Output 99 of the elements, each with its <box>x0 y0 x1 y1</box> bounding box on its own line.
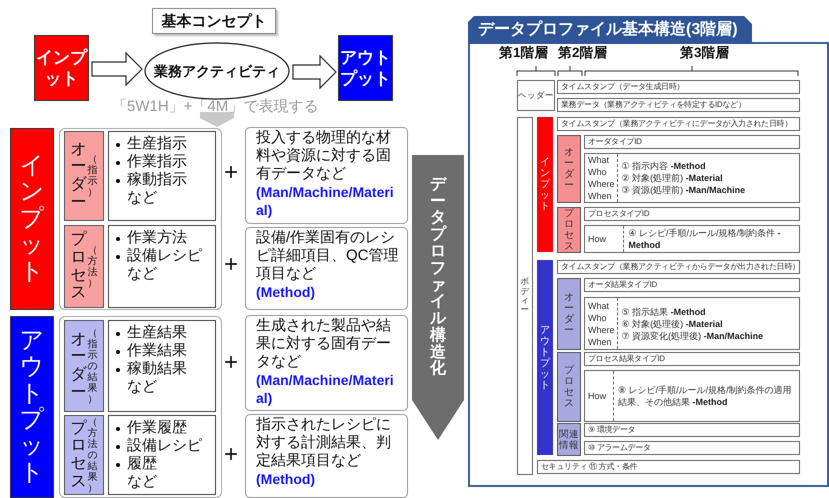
field-box: セキュリティ ⑪ 方式・条件 <box>537 460 800 474</box>
field-box: タイムスタンプ（業務アクティビティからデータが出力された日時） <box>557 260 800 274</box>
field-item: ⑥ 対象(処理後) -Material <box>622 318 724 330</box>
block-arrow: データプロファイル構造化 <box>412 155 464 440</box>
detail-box <box>584 370 800 422</box>
field-box: 業務データ（業務アクティビティを特定するIDなど） <box>557 98 800 112</box>
field-item: ⑤ 指示結果 -Method <box>622 306 707 318</box>
output-box: アウトプット <box>338 35 393 101</box>
description-box <box>245 414 408 498</box>
bullet-item: 履歴 <box>115 455 157 473</box>
label-subtext: （方法の結果） <box>88 416 98 494</box>
question-words: How <box>585 371 614 421</box>
plus-sign: + <box>224 441 238 469</box>
label-subtext: （指示） <box>88 154 98 198</box>
input-box: インプット <box>34 35 89 101</box>
description-text: 設備/作業固有のレシピ詳細項目、QC管理項目など <box>256 229 399 283</box>
label-text: オーダー <box>70 140 86 212</box>
order-label-cell <box>64 320 104 412</box>
bullet-item: 設備レシピ <box>115 437 202 455</box>
list-note: など <box>126 189 157 207</box>
concept-box: 基本コンセプト <box>152 8 276 34</box>
header-box: ヘッダー <box>517 80 555 111</box>
field-box: ⑩ アラームデータ <box>584 441 800 455</box>
bullet-item: 作業履歴 <box>115 419 187 437</box>
detail-box <box>584 225 800 253</box>
description-box <box>245 315 408 411</box>
label-text: プロセス <box>70 231 86 302</box>
bullet-box <box>108 131 216 221</box>
field-item: ② 対象(処理前) -Material <box>622 172 724 184</box>
detail-box <box>584 153 800 203</box>
plus-sign: + <box>224 251 238 279</box>
process-label-cell <box>64 225 104 308</box>
field-item: ⑧ レシピ/手順/ルール/規格/制約条件の適用結果、その他結果 -Method <box>618 384 793 408</box>
activity-ellipse: 業務アクティビティ <box>144 42 290 100</box>
input-band: インプット <box>10 128 54 310</box>
category-text: (Man/Machine/Material) <box>256 183 395 219</box>
label-subtext: （方法） <box>88 244 98 288</box>
label-subtext: （指示の結果） <box>88 328 98 404</box>
field-box: ⑨ 環境データ <box>584 423 800 437</box>
input-band: インプット <box>537 117 553 252</box>
field-item: ③ 資源(処理前) -Man/Machine <box>622 184 746 196</box>
order-label-cell: オーダー <box>557 135 581 203</box>
question-words: What Who Where When <box>585 298 618 349</box>
bullet-box <box>108 415 216 495</box>
related-info-cell: 関連情報 <box>557 423 581 456</box>
list-note: など <box>126 378 157 396</box>
category-text: (Method) <box>256 470 316 488</box>
plus-sign: + <box>224 159 238 187</box>
panel-frame <box>468 16 829 487</box>
field-item: ① 指示内容 -Method <box>622 160 707 172</box>
hollow-arrow <box>91 52 143 86</box>
bullet-item: 作業結果 <box>115 342 187 360</box>
process-label-cell <box>64 415 104 495</box>
level-heading: 第2階層 <box>558 44 608 62</box>
bullet-box <box>108 225 216 308</box>
field-box: プロセス結果タイプID <box>584 352 800 366</box>
field-box: タイムスタンプ（データ生成日時） <box>557 80 800 94</box>
body-box: ボディー <box>517 117 533 475</box>
down-arrow <box>200 112 234 127</box>
bullet-item: 生産指示 <box>115 135 187 153</box>
list-note: など <box>126 265 157 283</box>
output-band: アウトプット <box>10 316 54 498</box>
detail-box <box>584 297 800 350</box>
category-text: (Method) <box>256 283 316 301</box>
label-text: オーダー <box>70 330 86 402</box>
level-heading: 第1階層 <box>499 44 549 62</box>
bullet-item: 設備レシピ <box>115 247 202 265</box>
description-box <box>245 127 408 224</box>
panel-title-tab: データプロファイル基本構造(3階層) <box>468 16 752 44</box>
field-box: プロセスタイプID <box>584 207 800 221</box>
field-item: ④ レシピ/手順/ルール/規格/制約条件 -Method <box>628 227 782 251</box>
description-text: 投入する物理的な材料や資源に対する固有データなど <box>256 129 392 183</box>
plus-sign: + <box>224 349 238 377</box>
process-label-cell: プロセス <box>557 207 581 253</box>
bullet-item: 生産結果 <box>115 324 187 342</box>
bullet-box <box>108 320 216 412</box>
bullet-item: 作業方法 <box>115 229 187 247</box>
field-box: タイムスタンプ（業務アクティビティにデータが入力された日時） <box>557 117 800 131</box>
question-words: What Who Where When <box>585 154 618 202</box>
bullet-item: 作業指示 <box>115 153 187 171</box>
level-heading: 第3階層 <box>680 44 730 62</box>
process-label-cell: プロセス <box>557 352 581 422</box>
list-note: など <box>126 473 157 491</box>
output-band: アウトプット <box>537 260 553 455</box>
field-item: ⑦ 資源変化(処理後) -Man/Machine <box>622 330 764 342</box>
field-box: オーダタイプID <box>584 135 800 149</box>
order-label-cell <box>64 131 104 221</box>
bullet-item: 稼動結果 <box>115 360 187 378</box>
bullet-item: 稼動指示 <box>115 171 187 189</box>
description-text: 生成された製品や結果に対する固有データなど <box>256 317 392 371</box>
description-box <box>245 227 408 310</box>
order-label-cell: オーダー <box>557 278 581 350</box>
field-box: オーダ結果タイプID <box>584 278 800 292</box>
question-words: How <box>585 226 624 252</box>
hollow-arrow <box>292 54 337 90</box>
caption-text: 「5W1H」+「4M」で表現する <box>112 97 318 116</box>
label-text: プロセス <box>70 420 86 490</box>
category-text: (Man/Machine/Material) <box>256 371 395 407</box>
description-text: 指示されたレシピに対する計測結果、判定結果項目など <box>256 416 392 470</box>
